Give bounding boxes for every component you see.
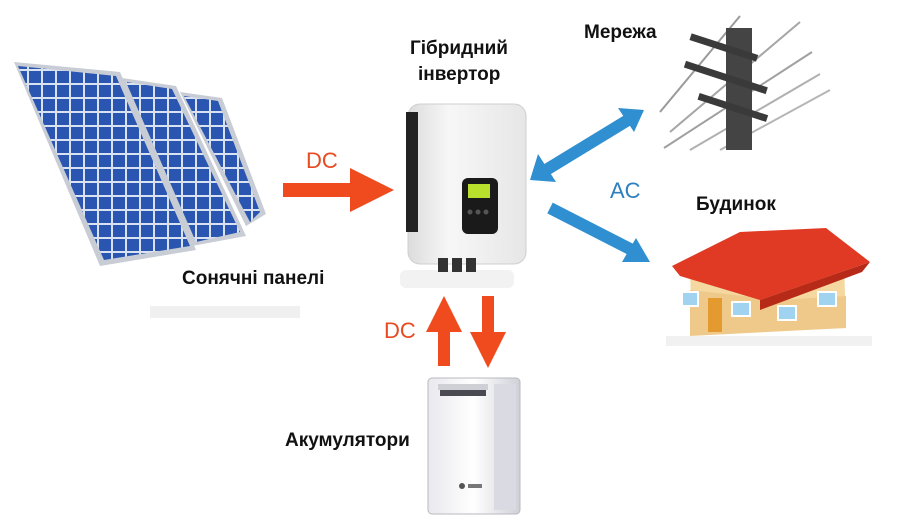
power-grid-pole-icon: [659, 15, 831, 151]
inverter-label-line2: інвертор: [418, 64, 501, 85]
house-icon: [666, 228, 872, 346]
solar-label: Сонячні панелі: [182, 268, 325, 289]
dc-arrow-battery-to-inverter: [426, 296, 462, 366]
hybrid-inverter-icon: [400, 103, 527, 288]
ac-arrow-grid: [530, 108, 644, 182]
ac-arrow-house: [547, 202, 650, 262]
ac-flow-label: AC: [610, 178, 641, 203]
battery-icon: [427, 377, 521, 515]
solar-panel-icon: [14, 62, 300, 318]
dc-arrow-inverter-to-battery: [470, 296, 506, 368]
grid-label: Мережа: [584, 22, 657, 43]
dc-flow-label-bottom: DC: [384, 318, 416, 343]
inverter-label-line1: Гібридний: [410, 38, 508, 59]
dc-arrow-panel-to-inverter: [283, 168, 394, 212]
house-label: Будинок: [696, 194, 776, 215]
dc-flow-label-top: DC: [306, 148, 338, 173]
battery-label: Акумулятори: [285, 430, 410, 451]
